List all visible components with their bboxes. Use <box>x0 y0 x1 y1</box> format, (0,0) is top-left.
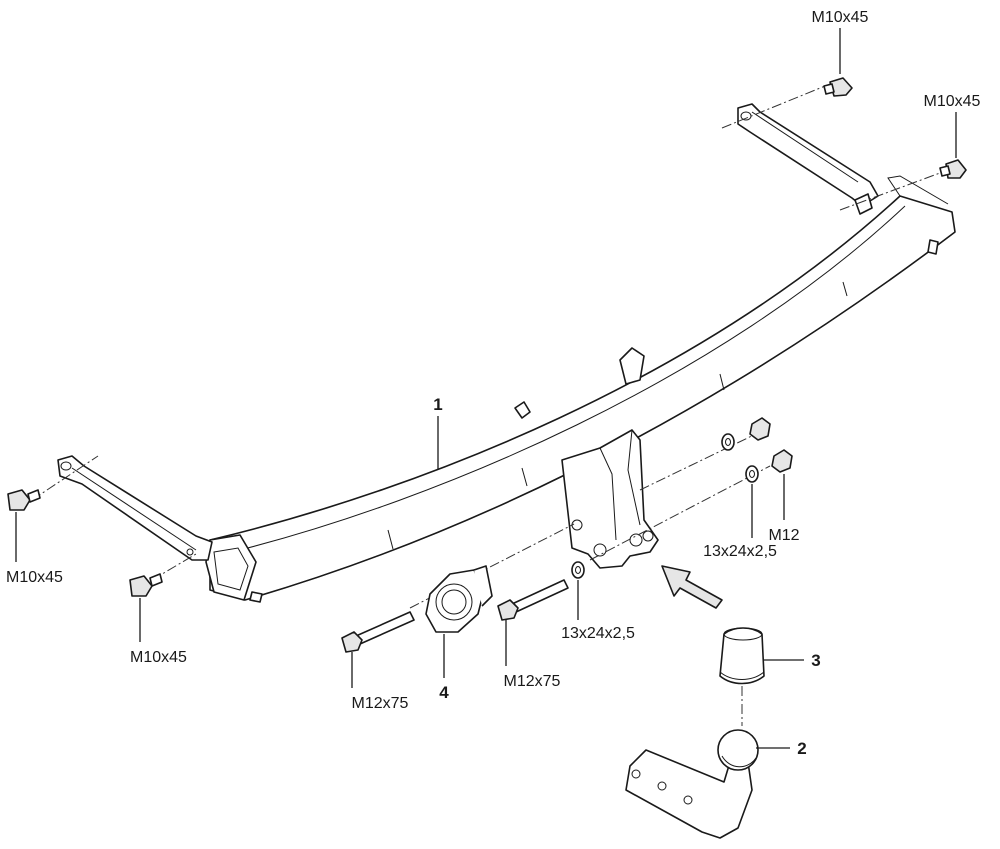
label-bolt-top-2: M10x45 <box>924 93 981 110</box>
bolt-m12-center <box>497 579 569 621</box>
washer-lower <box>745 465 759 483</box>
label-bolt-center: M12x75 <box>504 673 561 690</box>
label-nut-m12: M12 <box>768 527 799 544</box>
callout-tow-ball: 2 <box>797 739 806 758</box>
label-washer-right: 13x24x2,5 <box>703 543 777 560</box>
bolt-m12-left <box>341 611 415 653</box>
callout-crossbar: 1 <box>433 395 442 414</box>
washer-center <box>571 561 585 579</box>
bolt-m10-left-2 <box>129 573 163 597</box>
assembly-axis-lines <box>31 83 949 726</box>
leader-lines <box>15 28 957 749</box>
socket-plate <box>425 565 493 633</box>
callout-ball-cover: 3 <box>811 651 820 670</box>
bolt-m10-top-1 <box>823 77 853 97</box>
crossbar <box>205 175 956 603</box>
direction-arrow <box>661 565 723 609</box>
nut-m12-lower <box>771 449 793 473</box>
bolt-m10-left-1 <box>7 489 41 511</box>
washer-upper <box>721 433 735 451</box>
left-mounting-arm <box>57 455 213 561</box>
nut-m12-upper <box>749 417 771 441</box>
right-mounting-arm <box>737 103 879 215</box>
label-bolt-left: M12x75 <box>352 695 409 712</box>
tow-ball <box>625 729 759 839</box>
ball-cover <box>719 627 765 685</box>
label-bolt-top-1: M10x45 <box>812 9 869 26</box>
bolt-m10-top-2 <box>939 159 967 179</box>
label-bolt-left-1: M10x45 <box>6 569 63 586</box>
center-bracket <box>514 347 659 569</box>
label-washer-center: 13x24x2,5 <box>561 625 635 642</box>
callout-socket-plate: 4 <box>439 683 449 702</box>
label-bolt-left-2: M10x45 <box>130 649 187 666</box>
